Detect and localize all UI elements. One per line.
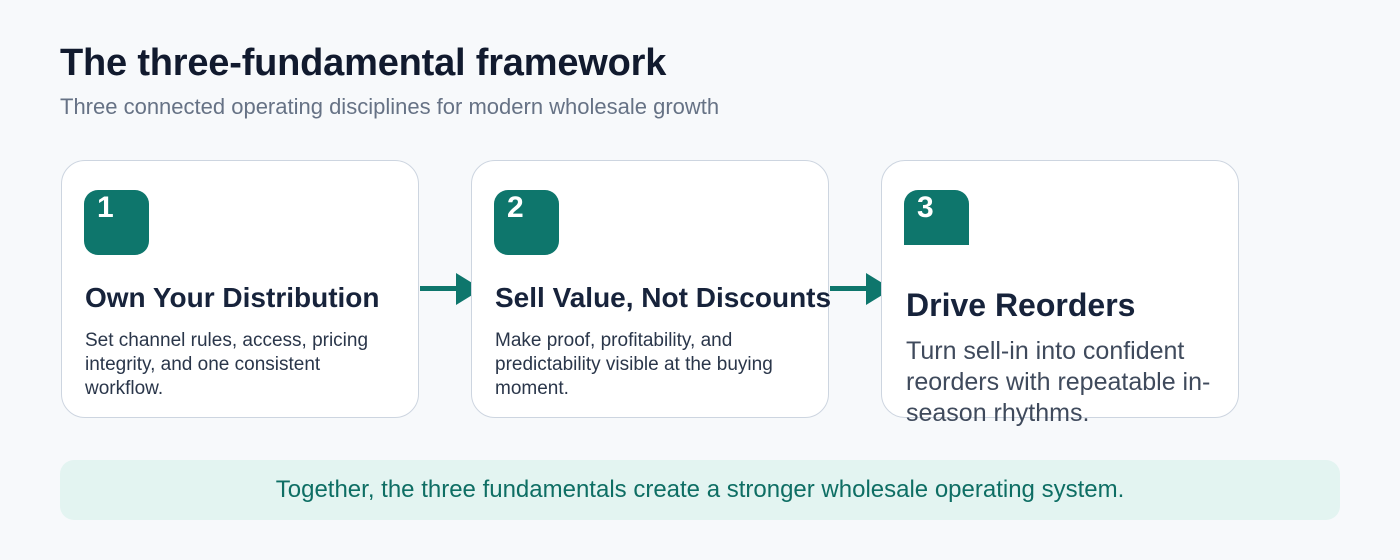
step-title: Drive Reorders — [906, 287, 1136, 323]
step-description: Turn sell-in into confident reorders wit… — [906, 337, 1211, 427]
step-card-3: 3 Drive Reorders Turn sell-in into confi… — [881, 160, 1239, 427]
step-card-1: 1 Own Your Distribution Set channel rule… — [61, 160, 419, 418]
step-number-badge: 1 — [84, 190, 149, 255]
arrow-right-icon — [830, 273, 892, 305]
page-title: The three-fundamental framework — [60, 42, 667, 84]
step-description: Set channel rules, access, pricing integ… — [85, 330, 369, 399]
step-number-badge: 2 — [494, 190, 559, 255]
summary-banner: Together, the three fundamentals create … — [60, 460, 1340, 520]
step-title: Own Your Distribution — [85, 282, 380, 313]
step-description: Make proof, profitability, and predictab… — [495, 330, 773, 399]
page-subtitle: Three connected operating disciplines fo… — [60, 94, 720, 119]
step-card-2: 2 Sell Value, Not Discounts Make proof, … — [471, 160, 832, 418]
step-title: Sell Value, Not Discounts — [495, 282, 832, 313]
arrow-right-icon — [420, 273, 482, 305]
step-number-badge: 3 — [904, 190, 969, 245]
